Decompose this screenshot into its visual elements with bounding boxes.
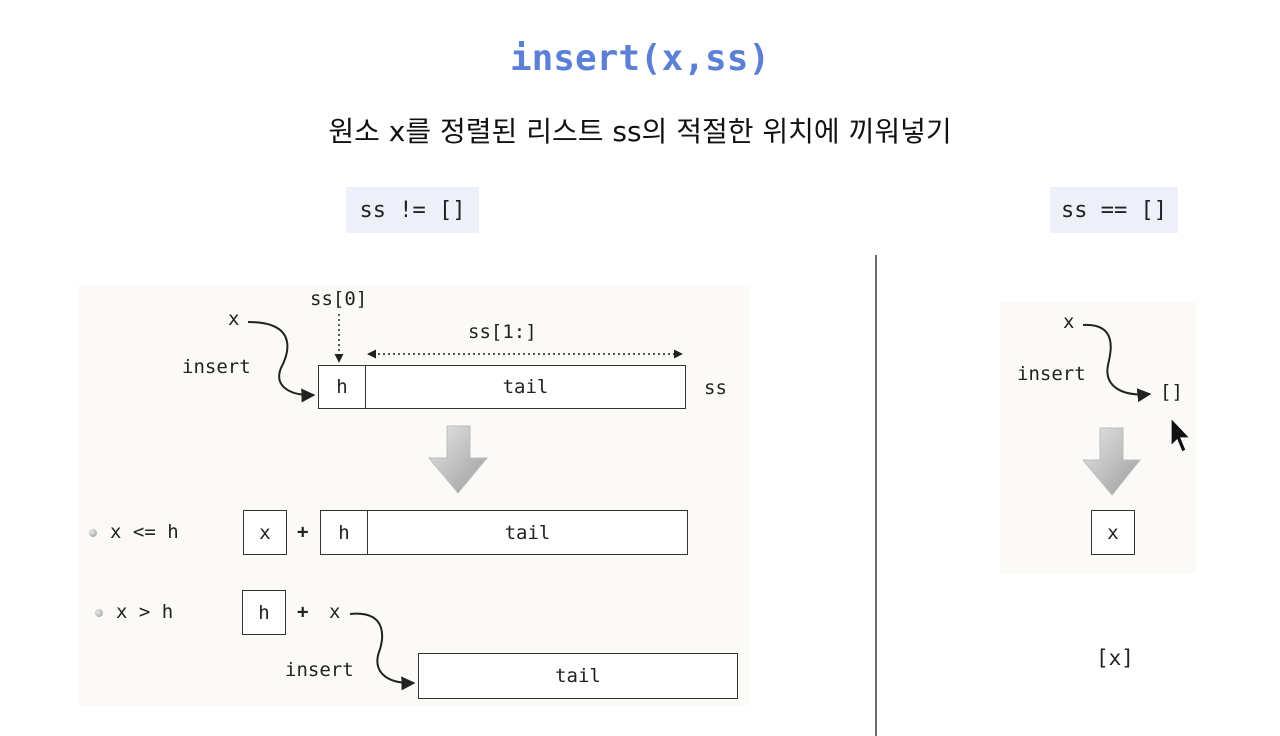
bullet — [89, 529, 97, 537]
ss-label: ss — [704, 377, 727, 399]
mouse-cursor-icon — [1170, 416, 1192, 453]
slide-subtitle: 원소 x를 정렬된 리스트 ss의 적절한 위치에 끼워넣기 — [328, 115, 952, 148]
head-box: h — [320, 510, 368, 555]
vertical-divider — [875, 255, 877, 736]
condition-label-empty: ss == [] — [1050, 187, 1178, 233]
insert-label: insert — [1017, 363, 1086, 385]
plus-sign: + — [297, 521, 309, 543]
bullet — [95, 609, 103, 617]
result-list-label: [x] — [1096, 646, 1134, 670]
plus-sign: + — [297, 601, 309, 623]
x-element-label: x — [228, 308, 240, 330]
tail-box: tail — [367, 510, 688, 555]
insert-curve-arrow — [247, 321, 316, 403]
ss0-label: ss[0] — [310, 288, 368, 310]
tail-box: tail — [418, 653, 738, 699]
insert-curve-arrow — [1082, 323, 1152, 403]
tail-box: tail — [365, 365, 686, 409]
down-arrow-icon — [427, 425, 489, 494]
case2-condition: x > h — [116, 601, 174, 623]
down-arrow-icon — [1081, 427, 1142, 496]
case1-condition: x <= h — [110, 521, 179, 543]
head-box: h — [318, 365, 366, 409]
insert-label: insert — [182, 356, 251, 378]
condition-label-nonempty: ss != [] — [346, 187, 479, 233]
result-x-box: x — [1091, 510, 1135, 555]
insert-label: insert — [285, 659, 354, 681]
x-element-label: x — [329, 601, 341, 623]
slide-title: insert(x,ss) — [509, 38, 771, 79]
ss-rest-label: ss[1:] — [468, 321, 537, 343]
head-box: h — [242, 590, 286, 635]
empty-list-label: [] — [1160, 381, 1183, 403]
insert-curve-arrow — [349, 612, 416, 691]
x-box: x — [243, 510, 287, 555]
x-element-label: x — [1063, 311, 1075, 333]
